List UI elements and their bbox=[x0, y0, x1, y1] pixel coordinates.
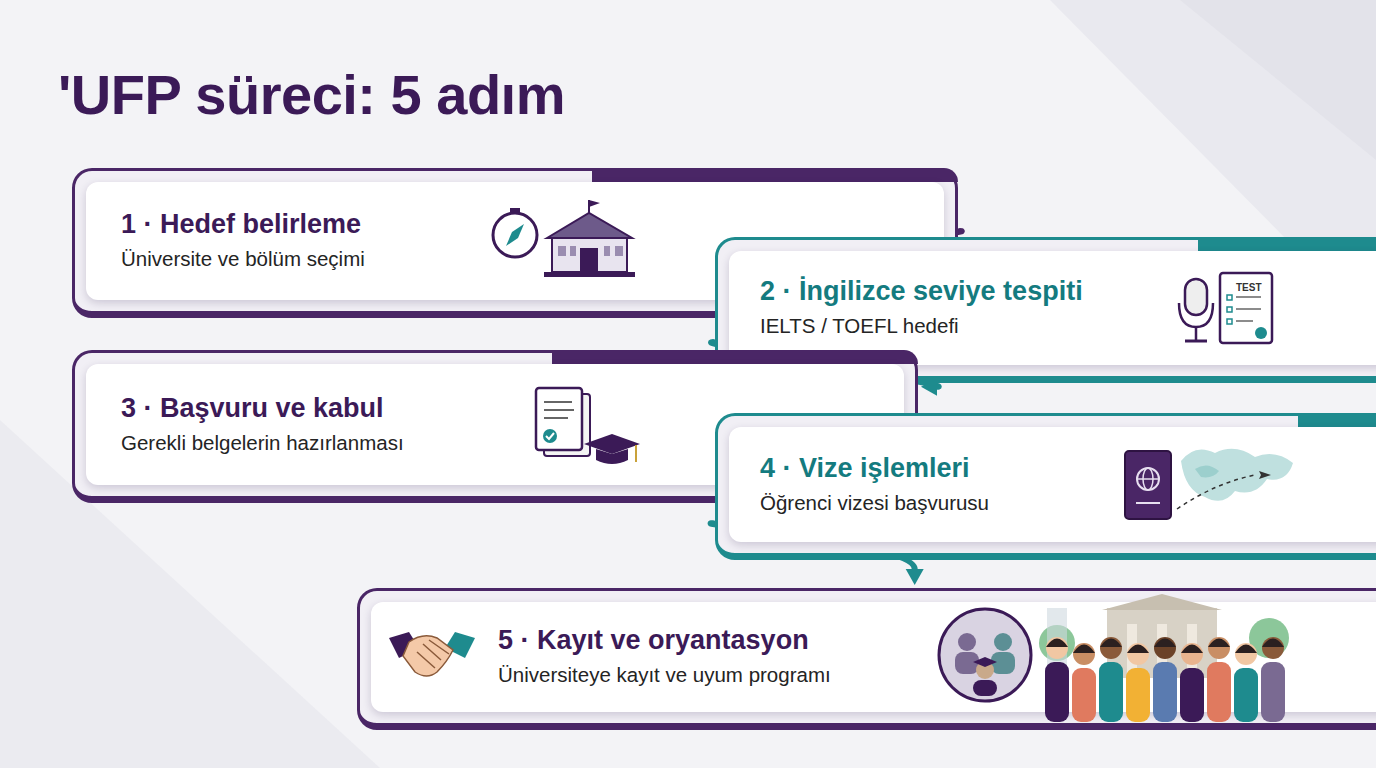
step-heading: 5 · Kayıt ve oryantasyon bbox=[498, 625, 1376, 656]
step-heading: 2 · İngilizce seviye tespiti bbox=[760, 276, 1376, 307]
step-description: Öğrenci vizesi başvurusu bbox=[760, 490, 1376, 517]
target-icons bbox=[72, 168, 662, 318]
box-texts: 4 · Vize işlemleriÖğrenci vizesi başvuru… bbox=[718, 416, 1376, 553]
process-box: 4 · Vize işlemleriÖğrenci vizesi başvuru… bbox=[715, 413, 1376, 560]
bg-shape bbox=[1180, 0, 1376, 160]
step-description: Üniversiteye kayıt ve uyum programı bbox=[498, 662, 1376, 689]
process-box: 5 · Kayıt ve oryantasyonÜniversiteye kay… bbox=[357, 588, 1376, 730]
box-accent bbox=[552, 350, 918, 364]
box-accent bbox=[1198, 237, 1376, 251]
box-texts: 5 · Kayıt ve oryantasyonÜniversiteye kay… bbox=[360, 591, 1376, 723]
document-icons bbox=[72, 350, 662, 503]
box-card bbox=[729, 427, 1376, 542]
icon-label: TEST bbox=[1236, 282, 1262, 293]
step-description: IELTS / TOEFL hedefi bbox=[760, 313, 1376, 340]
step-heading: 4 · Vize işlemleri bbox=[760, 453, 1376, 484]
step-heading: 1 · Hedef belirleme bbox=[121, 209, 955, 240]
box-accent bbox=[592, 168, 958, 182]
visa-icons bbox=[715, 413, 1303, 560]
box-card bbox=[729, 251, 1376, 365]
diagram-title: 'UFP süreci: 5 adım bbox=[58, 62, 565, 127]
registration-icons bbox=[357, 588, 1303, 730]
box-accent bbox=[1298, 413, 1376, 427]
